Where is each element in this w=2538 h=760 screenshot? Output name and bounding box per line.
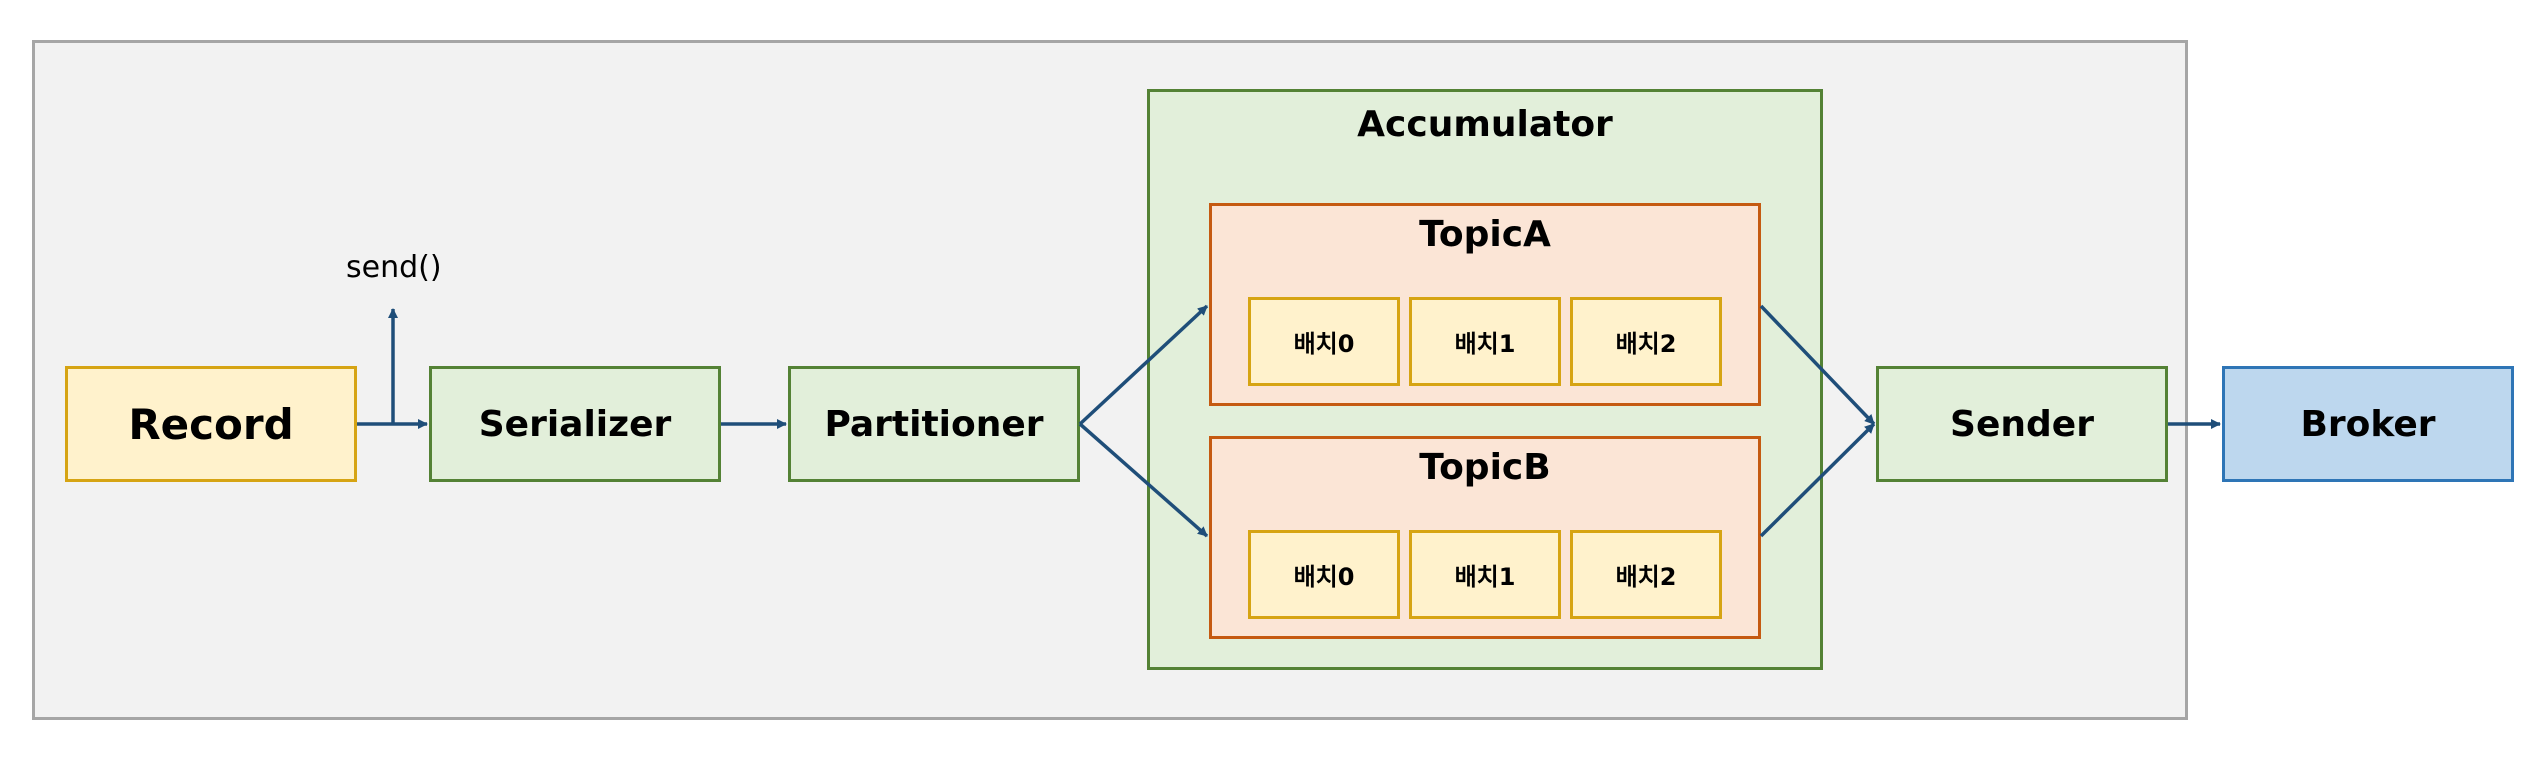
arrow-topic-a-to-sender (1759, 304, 1876, 426)
accumulator-title: Accumulator (1357, 104, 1613, 145)
topic-a-title: TopicA (1419, 214, 1551, 255)
arrow-partitioner-to-topic-b (1078, 422, 1209, 538)
serializer-node[interactable]: Serializer (429, 366, 721, 482)
sender-node[interactable]: Sender (1876, 366, 2168, 482)
broker-node[interactable]: Broker (2222, 366, 2514, 482)
send-call-label: send() (346, 250, 442, 285)
partitioner-node[interactable]: Partitioner (788, 366, 1080, 482)
arrow-partitioner-to-topic-a (1078, 304, 1209, 426)
topic-a-batch-0[interactable]: 배치0 (1248, 297, 1400, 386)
topic-b-batch-1[interactable]: 배치1 (1409, 530, 1561, 619)
topic-a-batch-2[interactable]: 배치2 (1570, 297, 1722, 386)
topic-b-batch-0[interactable]: 배치0 (1248, 530, 1400, 619)
arrow-topic-b-to-sender (1759, 422, 1876, 538)
topic-a-batch-1[interactable]: 배치1 (1409, 297, 1561, 386)
topic-b-title: TopicB (1419, 447, 1551, 488)
record-node[interactable]: Record (65, 366, 357, 482)
topic-b-batch-2[interactable]: 배치2 (1570, 530, 1722, 619)
